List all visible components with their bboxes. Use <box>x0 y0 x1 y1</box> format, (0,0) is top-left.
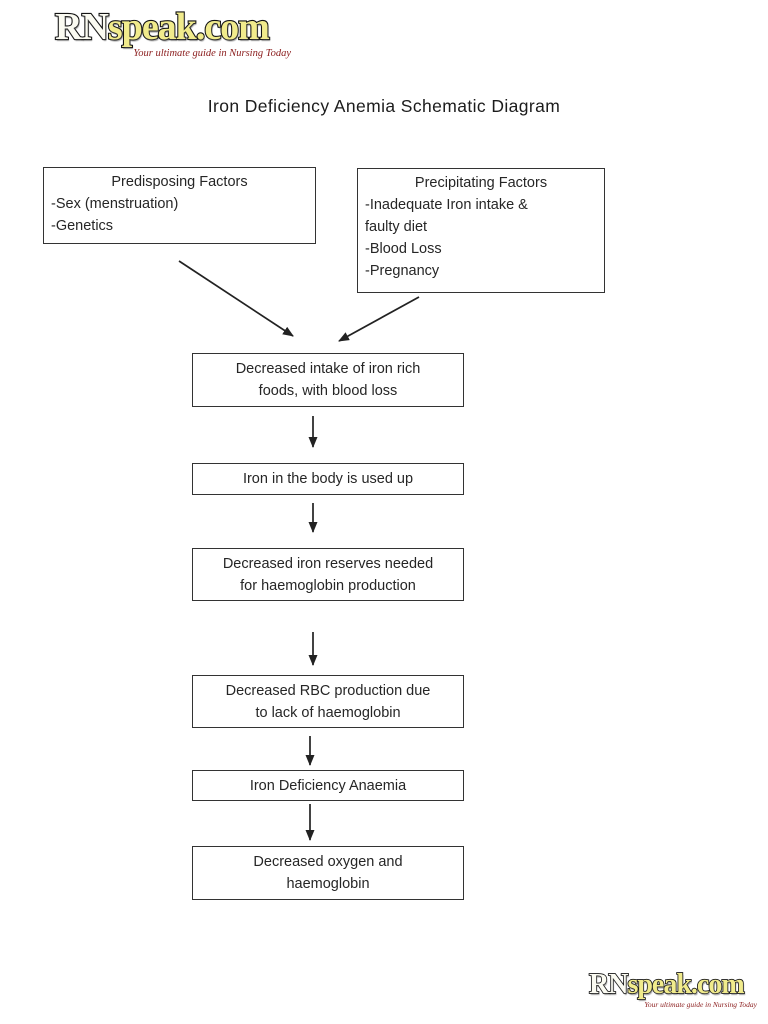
rnspeak-wordmark: RNspeak.com <box>588 969 757 1000</box>
rnspeak-wordmark: RNspeak.com <box>54 6 279 48</box>
page-title: Iron Deficiency Anemia Schematic Diagram <box>207 96 561 116</box>
flow-box-text: foods, with blood loss <box>258 383 398 399</box>
precipitating-factor-item: -Pregnancy <box>365 263 440 279</box>
arrow-precipitating-to-intake <box>338 296 420 342</box>
flow-box-text: haemoglobin <box>286 876 370 892</box>
flow-box-text: to lack of haemoglobin <box>255 704 401 721</box>
rnspeak-logo-bottom: RNspeak.com Your ultimate guide in Nursi… <box>588 969 757 1009</box>
predisposing-factor-item: -Sex (menstruation) <box>51 196 179 212</box>
arrow-predisposing-to-intake <box>178 260 294 337</box>
flow-box-iron-deficiency-anaemia: Iron Deficiency Anaemia <box>192 770 464 801</box>
logo-tagline: Your ultimate guide in Nursing Today <box>644 1000 757 1009</box>
rnspeak-logo-top: RNspeak.com Your ultimate guide in Nursi… <box>54 6 291 60</box>
precipitating-factor-item: -Blood Loss <box>365 241 442 257</box>
logo-suffix: speak.com <box>107 6 271 48</box>
logo-tagline: Your ultimate guide in Nursing Today <box>133 48 291 59</box>
flow-box-decreased-intake: Decreased intake of iron rich foods, wit… <box>192 353 464 407</box>
flow-box-decreased-oxygen: Decreased oxygen and haemoglobin <box>192 846 464 900</box>
flow-box-text: Decreased RBC production due <box>225 682 431 699</box>
flow-box-text: Decreased iron reserves needed <box>222 555 434 572</box>
flow-box-decreased-rbc: Decreased RBC production due to lack of … <box>192 675 464 728</box>
flow-box-text: Iron Deficiency Anaemia <box>249 777 407 794</box>
flow-box-iron-used-up: Iron in the body is used up <box>192 463 464 495</box>
precipitating-factor-item: -Inadequate Iron intake & <box>365 197 528 213</box>
flow-box-decreased-reserves: Decreased iron reserves needed for haemo… <box>192 548 464 601</box>
predisposing-factors-title: Predisposing Factors <box>111 174 248 190</box>
flow-box-text: Decreased oxygen and <box>253 854 403 870</box>
precipitating-factors-title: Precipitating Factors <box>414 175 548 191</box>
logo-suffix: speak.com <box>627 969 746 1000</box>
precipitating-factor-item: faulty diet <box>365 219 428 235</box>
logo-prefix: RN <box>54 6 110 48</box>
flow-box-text: for haemoglobin production <box>240 577 416 594</box>
logo-prefix: RN <box>588 969 629 1000</box>
flow-box-text: Iron in the body is used up <box>242 471 414 487</box>
precipitating-factors-box: Precipitating Factors -Inadequate Iron i… <box>357 168 605 293</box>
flow-box-text: Decreased intake of iron rich <box>235 361 421 377</box>
predisposing-factors-box: Predisposing Factors -Sex (menstruation)… <box>43 167 316 244</box>
predisposing-factor-item: -Genetics <box>51 218 114 234</box>
